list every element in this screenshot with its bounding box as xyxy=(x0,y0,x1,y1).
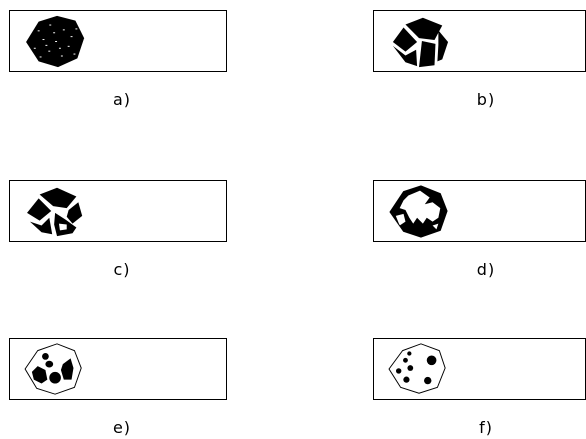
outline-with-large-blobs-figure xyxy=(24,343,82,395)
label-d: d) xyxy=(476,260,496,279)
label-f: f) xyxy=(479,418,493,437)
panel-f xyxy=(373,338,586,400)
panel-e xyxy=(9,338,227,400)
outline-with-small-dots-figure xyxy=(388,343,446,394)
label-b: b) xyxy=(476,90,496,109)
dissolving-polygon-figure xyxy=(389,185,448,238)
fractured-polygon-with-gaps-figure xyxy=(27,187,83,237)
fractured-polygon-figure xyxy=(392,17,449,68)
panel-c xyxy=(9,180,227,242)
solid-polygon-with-specks-figure xyxy=(26,15,85,68)
label-a: a) xyxy=(112,90,132,109)
label-e: e) xyxy=(112,418,132,437)
panel-a xyxy=(9,10,227,72)
panel-d xyxy=(373,180,586,242)
panel-b xyxy=(373,10,586,72)
label-c: c) xyxy=(113,260,131,279)
